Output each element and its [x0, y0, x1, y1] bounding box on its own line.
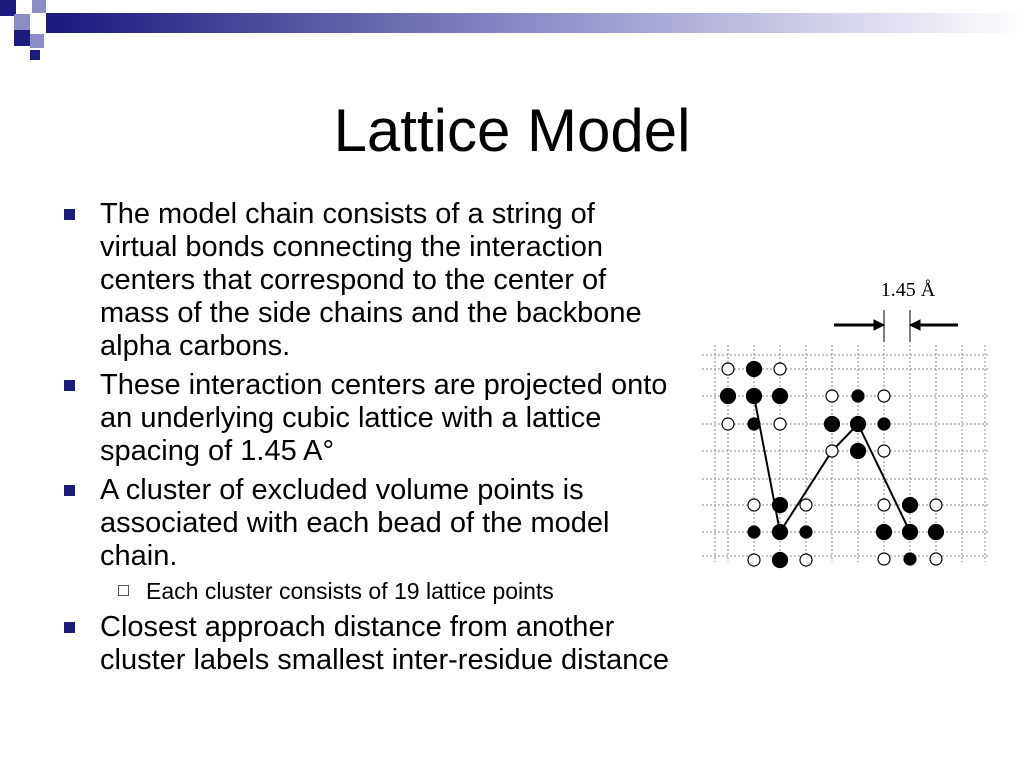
square-bullet-icon: [64, 622, 75, 633]
list-item: These interaction centers are projected …: [60, 369, 680, 468]
list-item: Closest approach distance from another c…: [60, 611, 680, 677]
spacing-markers: [834, 310, 958, 342]
lattice-diagram: 1.45 Å: [702, 279, 988, 569]
list-item: The model chain consists of a string of …: [60, 198, 680, 363]
square-bullet-icon: [64, 380, 75, 391]
square-bullet-icon: [64, 485, 75, 496]
bullet-text: A cluster of excluded volume points is a…: [100, 474, 610, 572]
bullet-list: The model chain consists of a string of …: [60, 198, 680, 677]
hollow-square-bullet-icon: [118, 585, 129, 596]
lattice-beads: [719, 360, 945, 569]
lattice-grid: [702, 345, 988, 562]
sub-bullet-list: Each cluster consists of 19 lattice poin…: [100, 577, 680, 605]
spacing-label: 1.45 Å: [881, 279, 936, 301]
slide-title: Lattice Model: [333, 97, 691, 164]
slide-body: The model chain consists of a string of …: [60, 198, 680, 683]
bullet-text: These interaction centers are projected …: [100, 369, 668, 467]
bullet-text: The model chain consists of a string of …: [100, 198, 642, 362]
list-item: A cluster of excluded volume points is a…: [60, 474, 680, 605]
sub-list-item: Each cluster consists of 19 lattice poin…: [100, 577, 680, 605]
header-decoration: [0, 0, 1024, 60]
sub-bullet-text: Each cluster consists of 19 lattice poin…: [146, 578, 554, 604]
bullet-text: Closest approach distance from another c…: [100, 611, 669, 676]
square-bullet-icon: [64, 209, 75, 220]
